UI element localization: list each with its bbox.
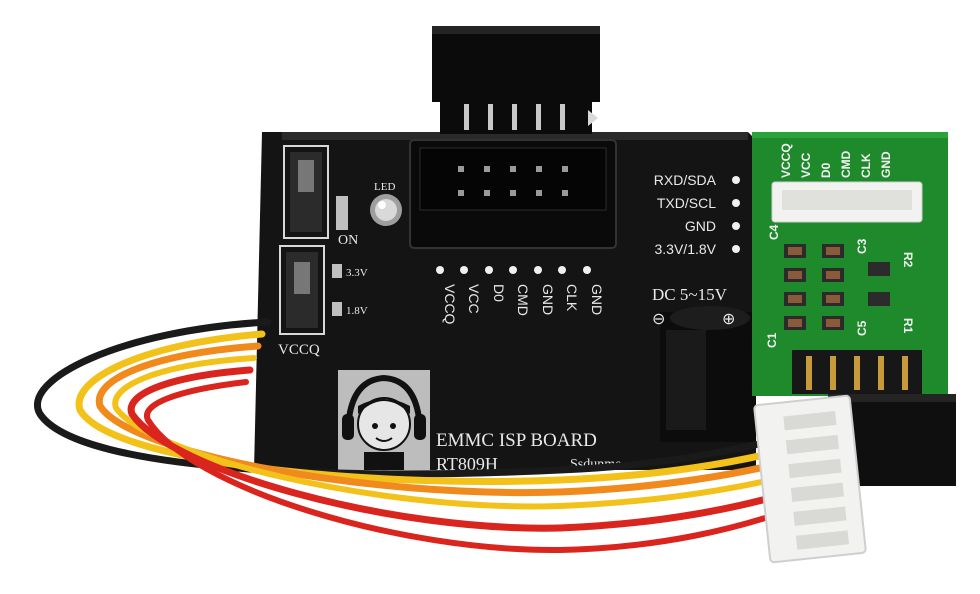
bottom-pin-label: CLK	[564, 284, 580, 312]
bottom-pin-label: VCCQ	[442, 284, 458, 325]
voltage-1v8-label: 1.8V	[346, 305, 368, 317]
adapter-ref-label: C4	[767, 224, 781, 240]
power-switch	[283, 145, 348, 239]
adapter-pin-label: CLK	[859, 153, 873, 178]
adapter-pin-header	[792, 350, 956, 486]
emmc-adapter-board: VCCQ VCC D0 CMD CLK GND C4 C3 R2 C1 C5 R…	[752, 132, 956, 486]
adapter-pin-label: VCCQ	[779, 143, 793, 178]
svg-text:⊕: ⊕	[722, 311, 735, 328]
bottom-pin-label: D0	[491, 284, 507, 302]
svg-text:⊖: ⊖	[652, 311, 665, 328]
adapter-ref-label: R2	[901, 252, 915, 268]
led-indicator	[370, 194, 402, 226]
adapter-ref-label: C3	[855, 238, 869, 254]
emmc-isp-board: ⊖ ⊕ EMMC ISP BOARD RT809H Ssdunme DC 5~1…	[254, 26, 756, 474]
adapter-ref-label: R1	[901, 318, 915, 334]
dc-jack: ⊖ ⊕	[652, 306, 756, 442]
board-model: RT809H	[436, 454, 498, 474]
right-pin-label: GND	[685, 218, 716, 234]
right-pads	[732, 176, 740, 253]
switch-on-label: ON	[338, 233, 358, 248]
adapter-connector	[771, 181, 923, 223]
bottom-pin-label: VCC	[466, 284, 482, 314]
board-socket	[409, 139, 617, 249]
bottom-pin-label: CMD	[515, 284, 531, 316]
bottom-pin-label: GND	[540, 284, 556, 315]
led-label: LED	[374, 181, 395, 193]
voltage-3v3-label: 3.3V	[346, 267, 368, 279]
vccq-switch	[279, 245, 342, 335]
logo-image	[338, 370, 430, 470]
cable-connector	[753, 394, 867, 564]
adapter-pin-label: D0	[819, 162, 833, 178]
adapter-ref-label: C1	[765, 332, 779, 348]
adapter-pin-label: GND	[879, 151, 893, 178]
bottom-pads	[436, 266, 591, 274]
cable-bundle	[34, 318, 803, 554]
adapter-ref-label: C5	[855, 320, 869, 336]
adapter-pin-label: CMD	[839, 150, 853, 178]
power-label: DC 5~15V	[652, 285, 728, 304]
box-header-10pin	[432, 26, 600, 134]
bottom-pin-label: GND	[589, 284, 605, 315]
adapter-pin-label: VCC	[799, 152, 813, 178]
board-title: EMMC ISP BOARD	[436, 430, 597, 451]
right-pin-label: TXD/SCL	[657, 195, 716, 211]
right-pin-label: RXD/SDA	[654, 172, 717, 188]
switch-vccq-label: VCCQ	[278, 342, 320, 358]
adapter-components	[784, 244, 890, 330]
right-pin-label: 3.3V/1.8V	[655, 241, 717, 257]
